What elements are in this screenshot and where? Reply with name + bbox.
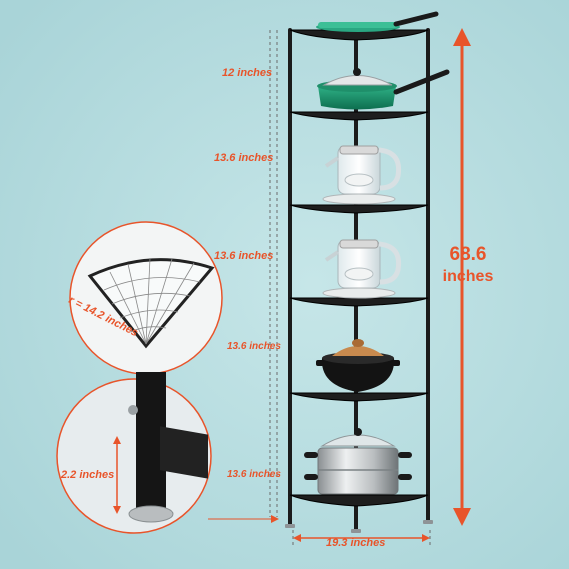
foot-detail-callout [56,372,212,534]
label-shelf-2-gap: 13.6 inches [214,152,274,164]
width-arrow [293,534,430,542]
dimension-guides [269,30,431,548]
clay-pot [316,339,400,392]
steamer-pot [304,428,412,495]
frying-pan [316,11,439,32]
label-shelf-4-gap: 13.6 inches [227,341,281,352]
label-foot-height: 2.2 inches [61,469,115,481]
glass-kettle-upper [322,145,402,205]
glass-kettle-lower [322,239,402,299]
label-total-height-value: 68.6 [449,244,487,265]
green-saucepan [317,68,450,110]
label-total-height-unit: inches [442,268,494,285]
shelf-detail-callout [69,221,223,375]
label-total-height: 68.6 inches [438,244,498,288]
total-height-arrow [453,28,471,526]
callout-connector [208,515,279,523]
label-shelf-1-gap: 12 inches [222,67,273,79]
label-shelf-3-gap: 13.6 inches [214,250,274,262]
label-shelf-5-gap: 13.6 inches [227,469,281,480]
label-width: 19.3 inches [326,537,386,549]
